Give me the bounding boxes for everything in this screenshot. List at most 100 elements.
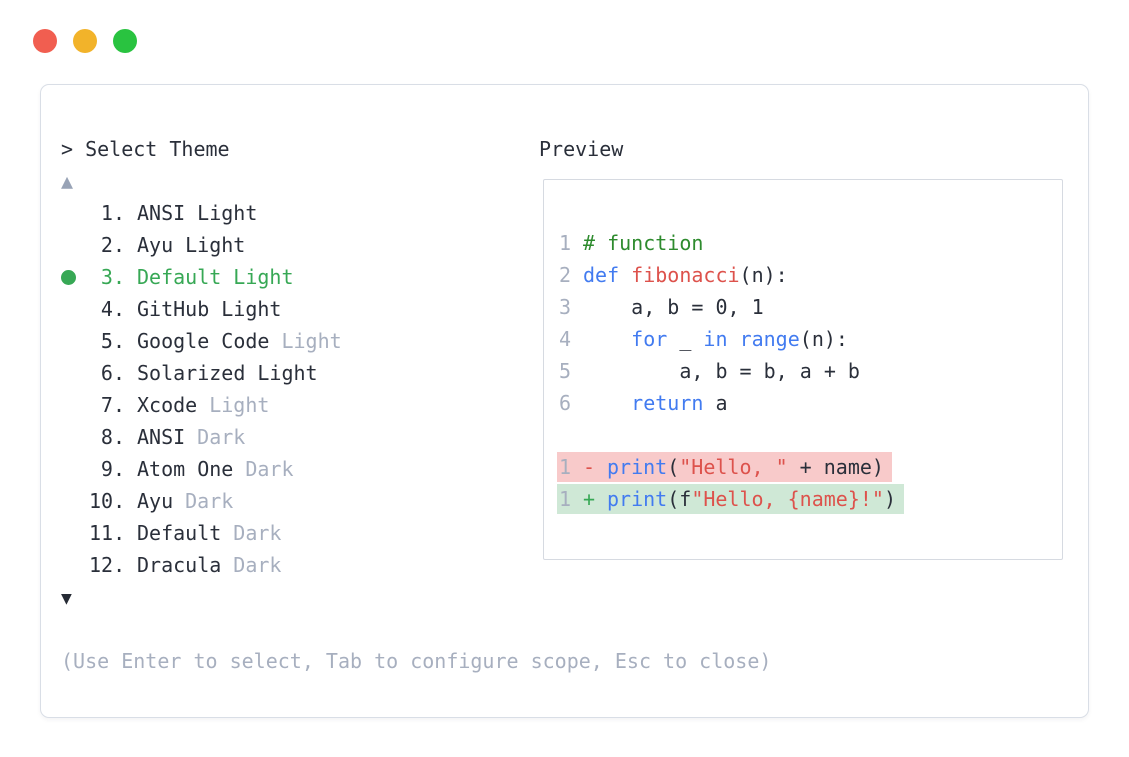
theme-name: Xcode <box>137 393 198 417</box>
code-token: (f <box>667 487 692 511</box>
theme-name: GitHub <box>137 297 210 321</box>
spacer <box>61 613 771 645</box>
theme-variant: Dark <box>185 489 234 513</box>
spacer <box>559 419 1052 451</box>
theme-variant: Dark <box>233 553 282 577</box>
theme-name: ANSI <box>137 425 186 449</box>
theme-number: 9. <box>100 457 125 481</box>
code-token-keyword: def <box>583 263 620 287</box>
line-number: 2 <box>559 263 572 287</box>
theme-number: 5. <box>100 329 125 353</box>
theme-variant: Dark <box>245 457 294 481</box>
theme-name: Google Code <box>137 329 270 353</box>
scroll-up-icon[interactable]: ▲ <box>61 169 74 193</box>
code-token-keyword: print <box>607 487 668 511</box>
theme-variant: Light <box>281 329 342 353</box>
theme-variant: Light <box>221 297 282 321</box>
theme-item-ayu-dark[interactable]: 10. Ayu Dark <box>61 485 771 517</box>
theme-item-ansi-light[interactable]: 1. ANSI Light <box>61 197 771 229</box>
code-token-string: "Hello, {name}!" <box>691 487 884 511</box>
theme-name: Ayu <box>137 489 174 513</box>
close-button[interactable] <box>33 29 57 53</box>
theme-variant: Light <box>233 265 294 289</box>
code-token: a, b = 0, 1 <box>583 295 764 319</box>
code-token: ( <box>667 455 680 479</box>
line-number: 1 <box>559 487 572 511</box>
code-token: a, b = b, a + b <box>583 359 860 383</box>
theme-name: Default <box>137 265 222 289</box>
theme-variant: Dark <box>197 425 246 449</box>
theme-item-ayu-light[interactable]: 2. Ayu Light <box>61 229 771 261</box>
code-token <box>619 263 631 287</box>
code-token-comment: # function <box>583 231 704 255</box>
diff-removed-highlight: 1-print("Hello, " + name) <box>557 452 892 482</box>
selection-marker-slot <box>61 261 89 293</box>
diff-added-highlight: 1+print(f"Hello, {name}!") <box>557 484 905 514</box>
preview-code-box: 1 # function 2 def fibonacci(n): 3 a, b = … <box>543 179 1063 560</box>
code-token <box>728 327 740 351</box>
line-number: 1 <box>559 455 572 479</box>
code-token-string: "Hello, " <box>679 455 788 479</box>
keyboard-hint: (Use Enter to select, Tab to configure s… <box>61 649 772 673</box>
theme-item-dracula-dark[interactable]: 12. Dracula Dark <box>61 549 771 581</box>
diff-line-removed: 1-print("Hello, " + name) <box>557 451 1052 483</box>
prompt: > Select Theme <box>61 137 230 161</box>
code-token-keyword: print <box>607 455 668 479</box>
theme-name: Ayu <box>137 233 174 257</box>
code-line: 6 return a <box>559 387 1052 419</box>
theme-item-solarized-light[interactable]: 6. Solarized Light <box>61 357 771 389</box>
theme-number: 2. <box>100 233 125 257</box>
theme-variant: Dark <box>233 521 282 545</box>
theme-name: ANSI <box>137 201 186 225</box>
theme-item-default-dark[interactable]: 11. Default Dark <box>61 517 771 549</box>
line-number: 5 <box>559 359 572 383</box>
line-number: 1 <box>559 231 572 255</box>
maximize-button[interactable] <box>113 29 137 53</box>
code-line: 5 a, b = b, a + b <box>559 355 1052 387</box>
code-token-keyword: range <box>739 327 800 351</box>
code-token-function: fibonacci <box>631 263 740 287</box>
theme-item-github-light[interactable]: 4. GitHub Light <box>61 293 771 325</box>
theme-name: Atom One <box>137 457 234 481</box>
selected-bullet-icon <box>61 270 76 285</box>
code-token: (n): <box>739 263 788 287</box>
theme-number: 12. <box>89 553 126 577</box>
minimize-button[interactable] <box>73 29 97 53</box>
code-line: 4 for _ in range(n): <box>559 323 1052 355</box>
line-number: 3 <box>559 295 572 319</box>
scroll-down-icon[interactable]: ▼ <box>61 588 72 609</box>
theme-variant: Light <box>209 393 270 417</box>
theme-name: Default <box>137 521 222 545</box>
diff-line-added: 1+print(f"Hello, {name}!") <box>557 483 1052 515</box>
theme-name: Dracula <box>137 553 222 577</box>
code-line: 3 a, b = 0, 1 <box>559 291 1052 323</box>
line-number: 6 <box>559 391 572 415</box>
code-token-keyword: in <box>703 327 728 351</box>
theme-number: 1. <box>100 201 125 225</box>
preview-label: Preview <box>539 137 624 161</box>
theme-variant: Light <box>197 201 258 225</box>
code-token: a <box>703 391 728 415</box>
theme-variant: Light <box>257 361 318 385</box>
code-token <box>583 391 631 415</box>
code-token: _ <box>667 327 704 351</box>
theme-item-atom-one-dark[interactable]: 9. Atom One Dark <box>61 453 771 485</box>
code-token: ) <box>883 487 897 511</box>
diff-minus-sign: - <box>583 455 596 479</box>
code-line: 1 # function <box>559 227 1052 259</box>
code-token-keyword: return <box>631 391 704 415</box>
theme-number: 4. <box>100 297 125 321</box>
theme-item-google-code-light[interactable]: 5. Google Code Light <box>61 325 771 357</box>
theme-number: 10. <box>89 489 126 513</box>
theme-number: 11. <box>89 521 126 545</box>
theme-variant: Light <box>185 233 246 257</box>
theme-name: Solarized <box>137 361 246 385</box>
code-token <box>583 327 631 351</box>
theme-number: 6. <box>100 361 125 385</box>
